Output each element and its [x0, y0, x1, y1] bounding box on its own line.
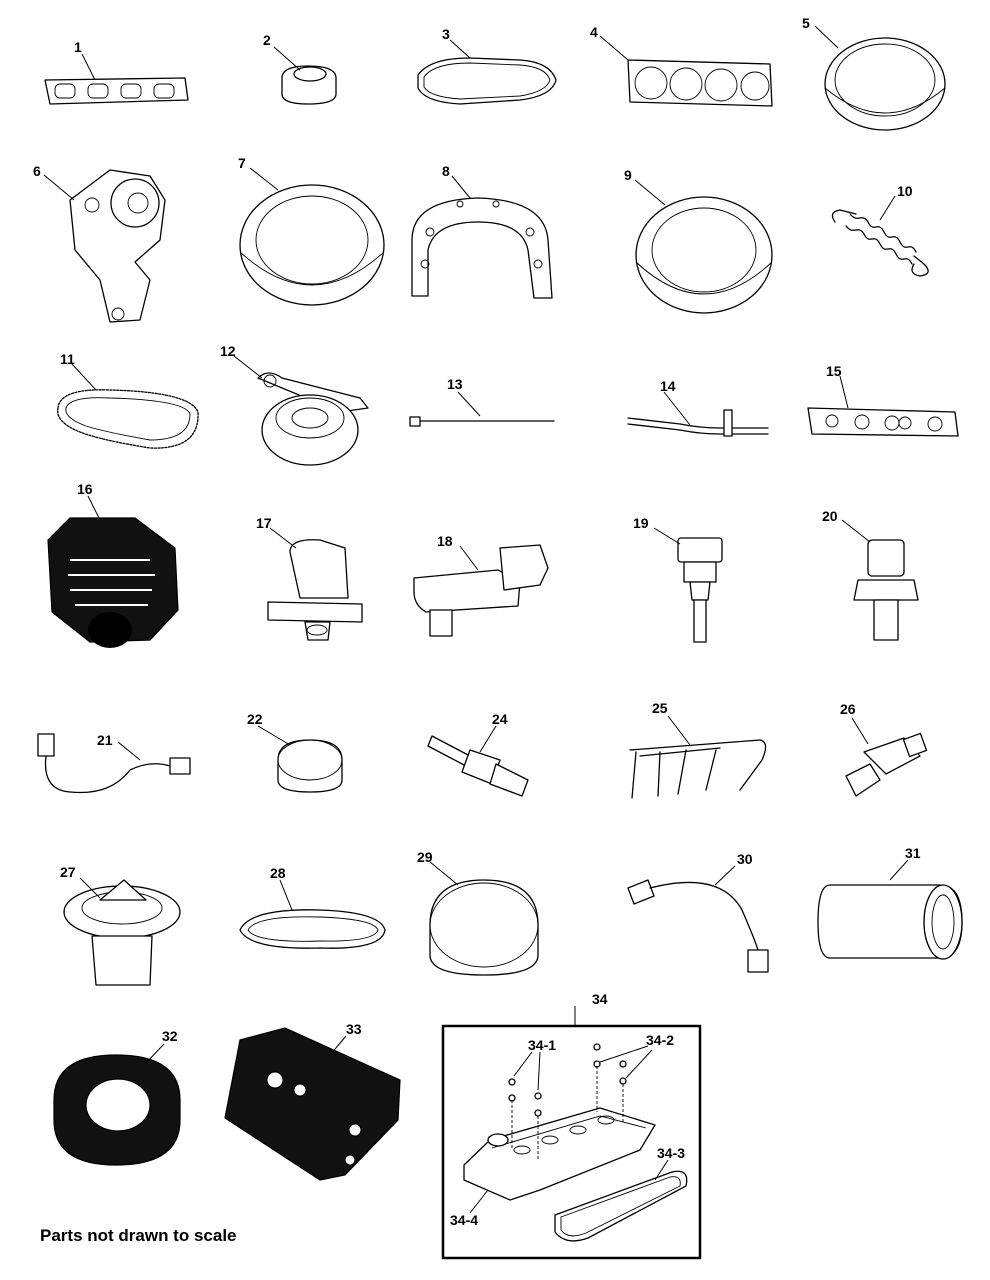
- label-18: 18: [437, 533, 453, 549]
- label-33: 33: [346, 1021, 362, 1037]
- part-1-exhaust-manifold-gasket: 1: [44, 39, 189, 105]
- part-24-spark-plug: 24: [427, 711, 529, 797]
- part-20-oil-pressure-switch: 20: [822, 508, 919, 641]
- label-15: 15: [826, 363, 842, 379]
- part-3-valve-cover-gasket: 3: [417, 26, 557, 105]
- part-29-expansion-plug: 29: [417, 849, 539, 976]
- part-11-timing-belt: 11: [57, 351, 199, 449]
- part-5-oil-seal: 5: [802, 15, 946, 131]
- label-10: 10: [897, 183, 913, 199]
- part-18-map-sensor: 18: [413, 533, 549, 637]
- part-9-oil-seal: 9: [624, 167, 773, 314]
- label-13: 13: [447, 376, 463, 392]
- label-5: 5: [802, 15, 810, 31]
- label-3: 3: [442, 26, 450, 42]
- label-34-1: 34-1: [528, 1037, 556, 1053]
- label-28: 28: [270, 865, 286, 881]
- label-34-4: 34-4: [450, 1212, 478, 1228]
- label-25: 25: [652, 700, 668, 716]
- part-15-intake-manifold-gasket: 15: [807, 363, 959, 437]
- label-4: 4: [590, 24, 598, 40]
- part-8-rear-seal-retainer-gasket: 8: [411, 163, 553, 299]
- part-4-cylinder-head-gasket: 4: [590, 24, 773, 107]
- part-34-3-valve-cover-gasket: 34-3: [554, 1145, 688, 1242]
- label-17: 17: [256, 515, 272, 531]
- part-13-oil-dipstick: 13: [409, 376, 555, 427]
- label-12: 12: [220, 343, 236, 359]
- part-31-coolant-hose: 31: [817, 845, 963, 960]
- label-7: 7: [238, 155, 246, 171]
- part-33-cylinder-head: 33: [224, 1021, 401, 1181]
- part-34-1-cover-bolts: 34-1: [508, 1037, 556, 1160]
- part-7-crankshaft-seal: 7: [238, 155, 385, 306]
- part-6-water-pump: 6: [33, 163, 166, 323]
- part-17-starter: 17: [256, 515, 363, 641]
- part-30-sensor-lead: 30: [627, 851, 769, 973]
- label-9: 9: [624, 167, 632, 183]
- label-22: 22: [247, 711, 263, 727]
- label-2: 2: [263, 32, 271, 48]
- part-22-expansion-plug: 22: [247, 711, 343, 793]
- part-28-drive-belt: 28: [239, 865, 386, 949]
- label-27: 27: [60, 864, 76, 880]
- label-1: 1: [74, 39, 82, 55]
- label-24: 24: [492, 711, 508, 727]
- part-19-coolant-temperature-sensor: 19: [633, 515, 723, 643]
- label-34-3: 34-3: [657, 1145, 685, 1161]
- part-12-timing-belt-tensioner: 12: [220, 343, 369, 466]
- label-6: 6: [33, 163, 41, 179]
- label-20: 20: [822, 508, 838, 524]
- part-10-tension-spring: 10: [831, 183, 929, 277]
- label-21: 21: [97, 732, 113, 748]
- label-26: 26: [840, 701, 856, 717]
- label-8: 8: [442, 163, 450, 179]
- part-32-oil-seal: 32: [53, 1028, 181, 1166]
- label-31: 31: [905, 845, 921, 861]
- part-16-alternator: 16: [47, 481, 179, 648]
- label-16: 16: [77, 481, 93, 497]
- label-14: 14: [660, 378, 676, 394]
- part-2-oil-filler-cap: 2: [263, 32, 337, 105]
- part-21-sensor-wire: 21: [37, 732, 191, 794]
- part-34-4-valve-cover: 34-4: [450, 1107, 656, 1228]
- part-26-pcv-valve: 26: [840, 701, 928, 797]
- label-32: 32: [162, 1028, 178, 1044]
- part-14-dipstick-tube: 14: [627, 378, 769, 437]
- part-27-thermostat: 27: [60, 864, 181, 986]
- part-34-2-cover-bolts: 34-2: [593, 1032, 674, 1122]
- label-34-2: 34-2: [646, 1032, 674, 1048]
- part-34-valve-cover-kit: 34 34-4 34-1: [441, 991, 702, 1260]
- label-29: 29: [417, 849, 433, 865]
- scale-disclaimer: Parts not drawn to scale: [40, 1226, 237, 1245]
- label-19: 19: [633, 515, 649, 531]
- label-30: 30: [737, 851, 753, 867]
- part-25-ignition-lead-set: 25: [629, 700, 767, 799]
- label-11: 11: [60, 351, 75, 367]
- label-34: 34: [592, 991, 608, 1007]
